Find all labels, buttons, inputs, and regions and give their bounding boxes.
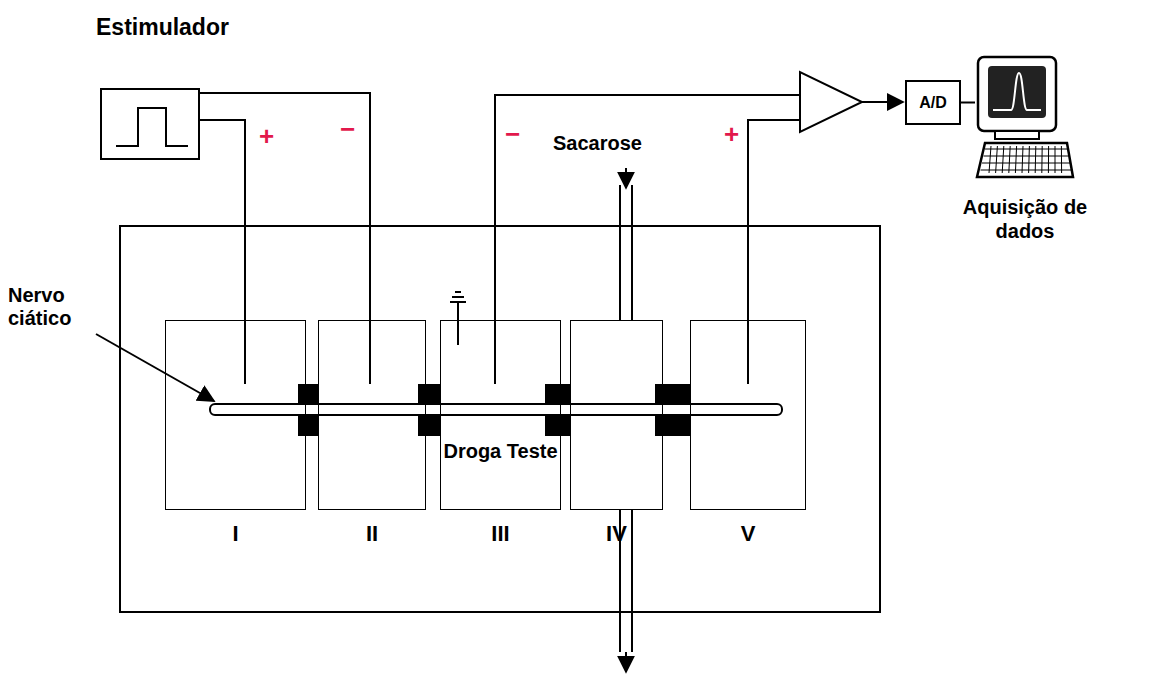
signal-arrow [862,101,903,103]
amplifier-symbol [800,72,862,132]
compartment: IV [570,320,663,510]
device-title: Estimulador [96,14,229,42]
sciatic-nerve [210,404,782,415]
polarity-sign: + [724,120,739,150]
leader-line [96,334,214,401]
node-label: II [319,521,425,547]
polarity-sign: − [505,120,520,150]
polarity-sign: + [259,122,274,152]
node-label: V [691,521,805,547]
node-label: Aquisição de dados [950,195,1100,243]
ad-converter: A/D [905,80,961,125]
compartment: I [165,320,306,510]
node-label: A/D [907,93,959,112]
stimulus-wire [200,93,370,320]
sucrose-pipe [620,168,632,672]
part-name: Sacarose [553,132,642,155]
pulse-symbol [116,108,188,146]
electrodes [245,95,800,384]
ground-symbol [450,292,466,345]
outer-chamber [120,226,880,612]
node-label: IV [571,521,662,547]
computer: Aquisição de dados [975,55,1075,193]
node-label: Droga Teste [441,439,560,463]
stimulator-box: Estimulador [100,88,200,160]
stimulus-wire [200,120,245,320]
data-cable [961,102,975,104]
computer-icon [975,55,1075,193]
compartment: V [690,320,806,510]
part-name: Nervo ciático [8,284,92,330]
compartment: II [318,320,426,510]
compartment: Droga TesteIII [440,320,561,510]
polarity-sign: − [340,115,355,145]
node-label: I [166,521,305,547]
node-label: III [441,521,560,547]
